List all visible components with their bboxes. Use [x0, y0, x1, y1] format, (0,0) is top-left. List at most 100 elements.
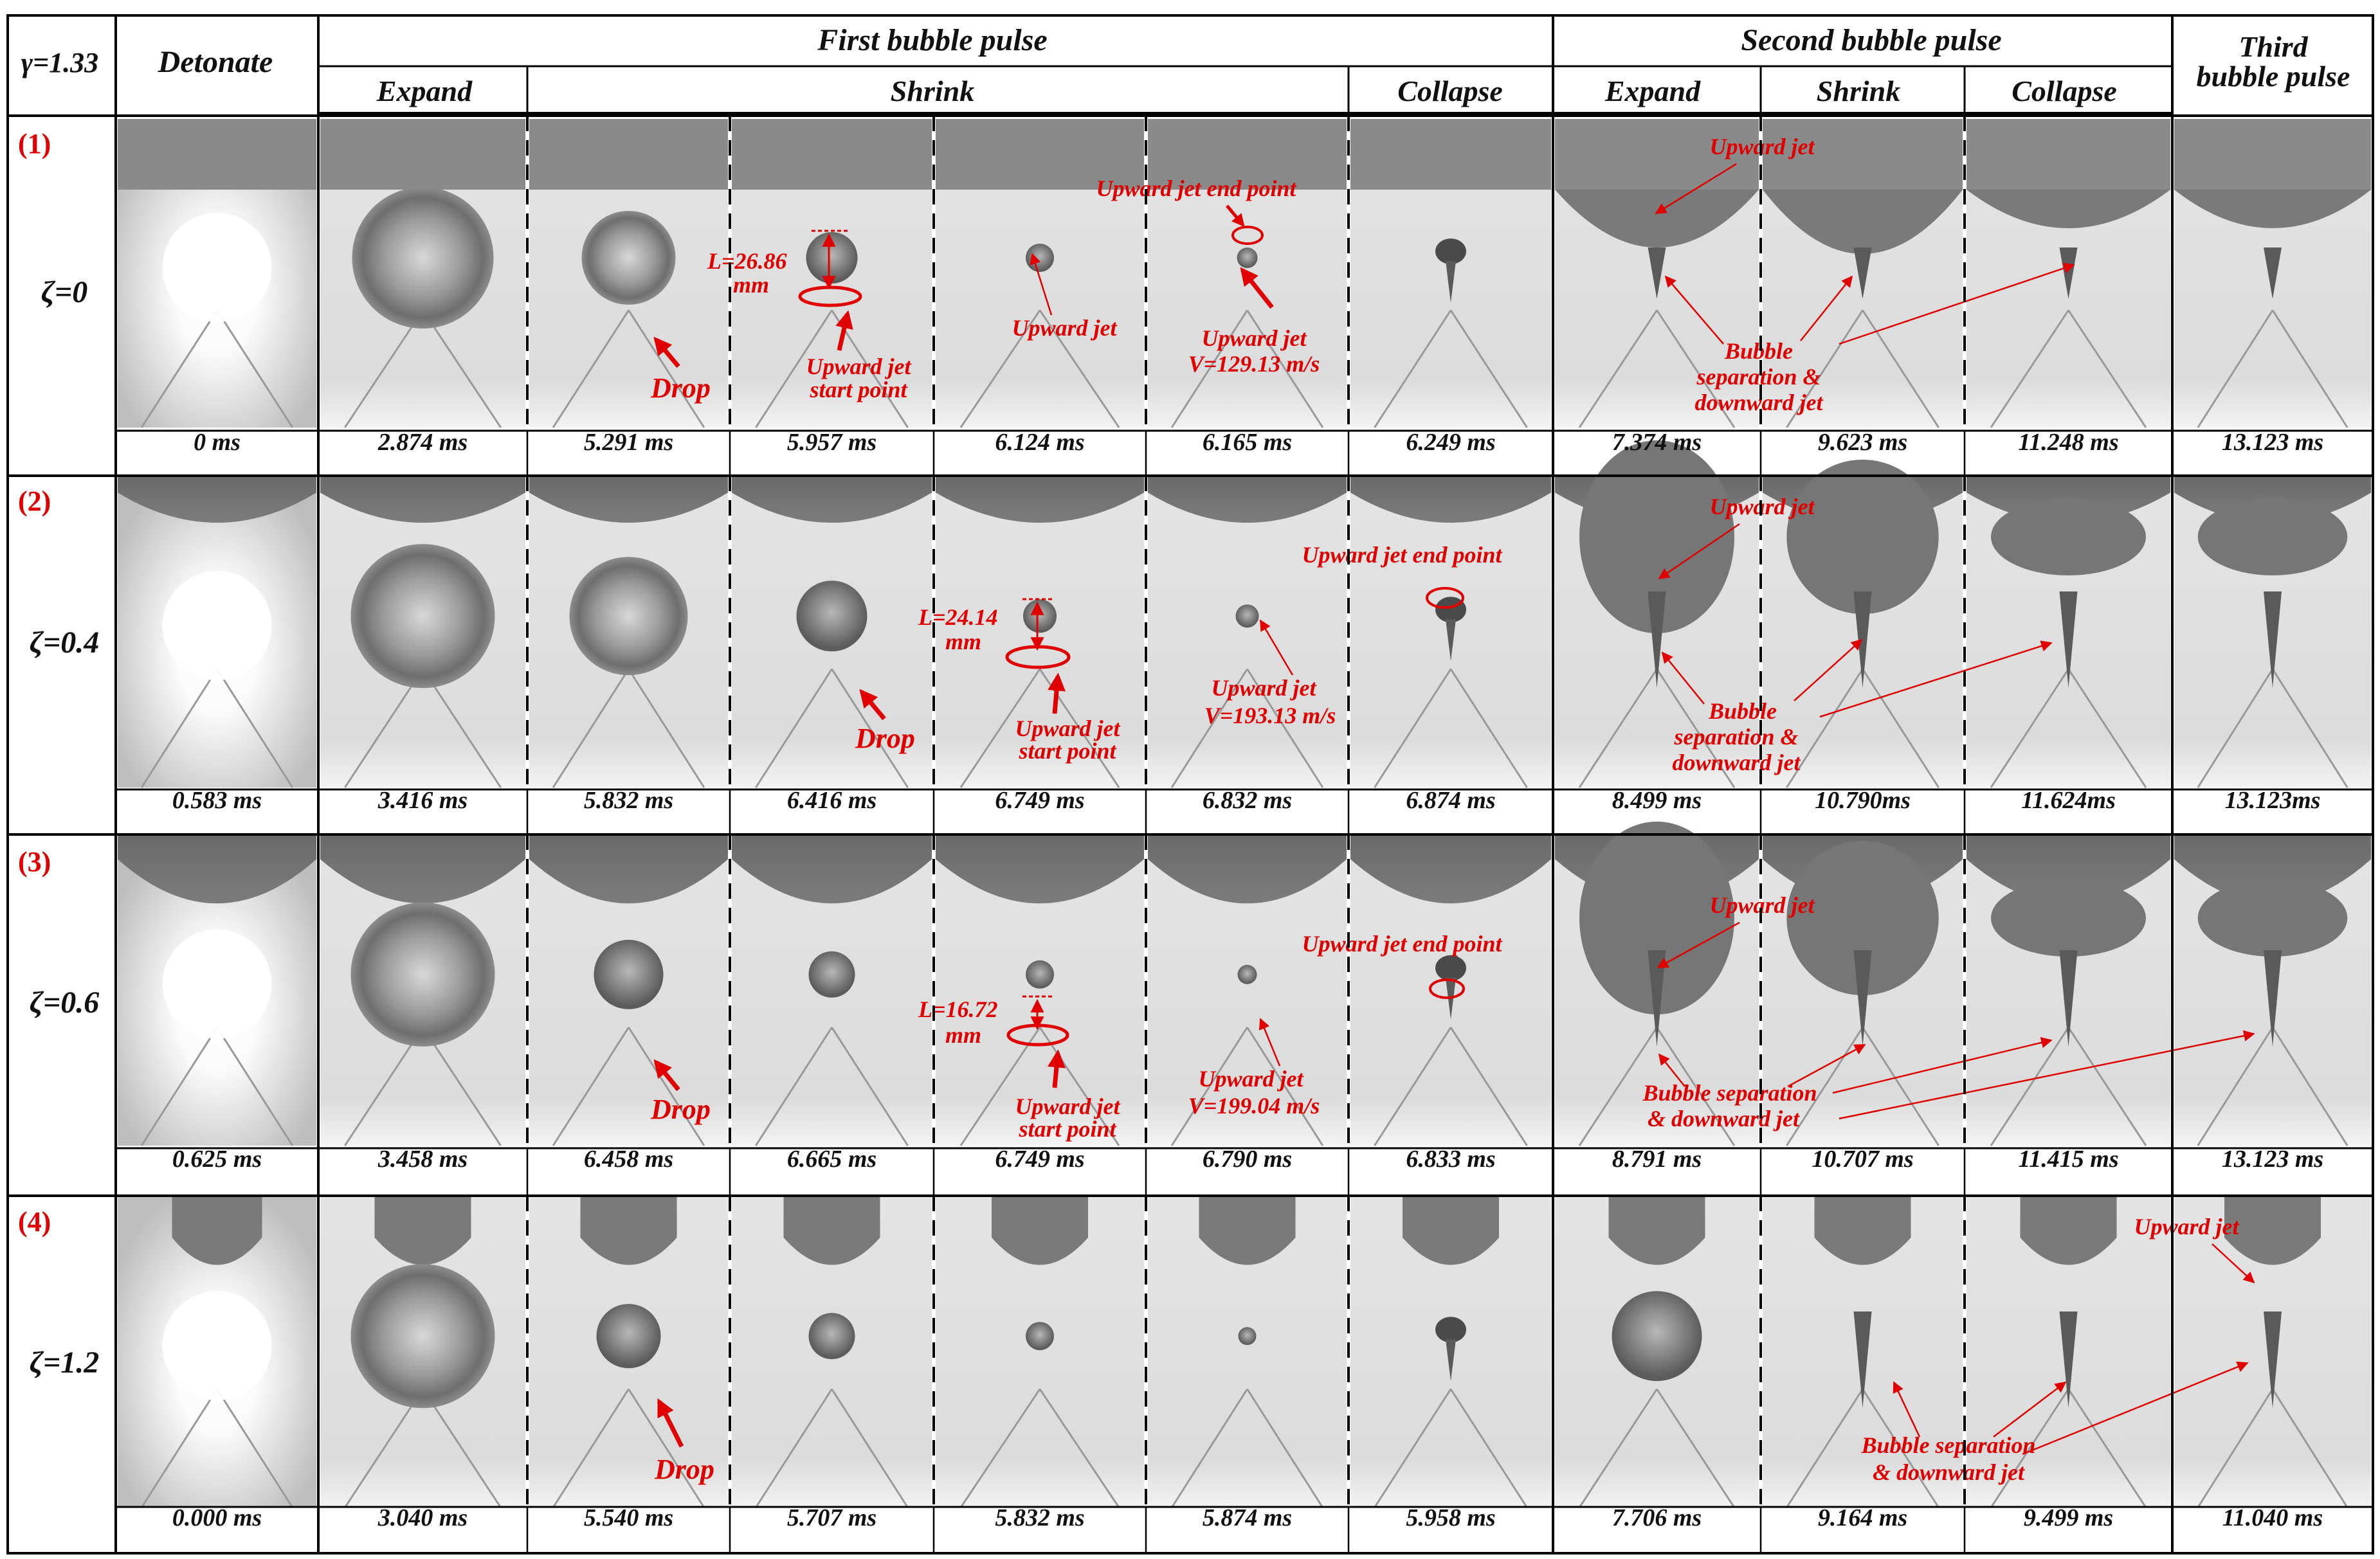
phase-shrink-1: Shrink [891, 75, 974, 107]
row-1-sep-line3: downward jet [1694, 390, 1823, 415]
frame-r3-c2 [320, 834, 525, 1146]
time-label: 0.625 ms [172, 1146, 262, 1173]
bubble-attached [1991, 498, 2146, 575]
time-label: 6.124 ms [995, 429, 1084, 456]
time-label: 11.624ms [2021, 787, 2116, 814]
row-2-sep-arrow-a [1661, 651, 1705, 705]
sphere-structure [936, 834, 1144, 904]
bubble-attached [1786, 460, 1939, 614]
third-pulse-header-line1: Third [2239, 30, 2308, 63]
cylinder-structure [783, 1196, 880, 1265]
frame-r4-c1 [118, 1196, 316, 1508]
frame-r2-c11 [2174, 476, 2371, 788]
support-wire [1578, 1027, 1736, 1146]
time-label: 5.540 ms [584, 1504, 673, 1531]
bubble [1026, 244, 1054, 272]
time-label: 10.790ms [1815, 787, 1911, 814]
frame-r1-c3 [529, 119, 728, 428]
row-1-end-point-arrow [1226, 204, 1245, 228]
row-2-label: (2) [18, 485, 51, 517]
row-2-start-ellipse [1005, 645, 1071, 669]
sphere-structure [529, 476, 728, 523]
time-label: 6.249 ms [1406, 429, 1495, 456]
sphere-structure [118, 834, 316, 904]
row-4-drop-label: Drop [654, 1454, 714, 1485]
cylinder-structure [1199, 1196, 1296, 1265]
bubble [1026, 960, 1054, 989]
row-2-sep-line3: downward jet [1672, 750, 1801, 775]
time-label: 11.415 ms [2018, 1146, 2118, 1173]
bubble [352, 187, 494, 329]
frame-r2-c4 [732, 476, 932, 788]
support-wire [552, 668, 705, 788]
sphere-structure [1350, 834, 1551, 904]
frame-r4-c2 [320, 1196, 525, 1508]
collapsed-bubble [1435, 1317, 1466, 1343]
frame-r4-c7 [1350, 1196, 1551, 1508]
time-label: 6.749 ms [995, 787, 1084, 814]
bubble-attached [2197, 879, 2348, 957]
row-3-start-line2: start point [1018, 1116, 1116, 1142]
frame-r1-c11 [2174, 119, 2371, 428]
time-label: 8.499 ms [1612, 787, 1702, 814]
row-3-drop-label: Drop [650, 1094, 711, 1125]
support-wire [1786, 1027, 1939, 1146]
frame-r3-c8 [1555, 822, 1759, 1146]
row-4-sep-arrow-a [1893, 1381, 1921, 1437]
row-3-vel-arrow [1258, 1018, 1281, 1067]
cylinder-structure [2224, 1196, 2321, 1265]
row-1-start-line2: start point [809, 377, 907, 402]
downward-jet [2264, 248, 2282, 299]
support-wire [1170, 668, 1324, 788]
sphere-structure [1350, 476, 1551, 523]
row-1-label: (1) [18, 128, 51, 159]
frame-r3-c4 [732, 834, 932, 1146]
time-label: 6.874 ms [1406, 787, 1495, 814]
frame-r2-c1 [118, 476, 316, 788]
detonation-flash [162, 213, 272, 322]
support-wire [140, 309, 294, 428]
table-grid [6, 14, 2374, 1554]
bubble [1237, 964, 1257, 984]
time-label: 0.000 ms [172, 1504, 262, 1531]
row-1-zeta: ζ=0 [41, 275, 88, 309]
support-wire [1374, 1388, 1528, 1508]
wall-plate [1555, 119, 1759, 190]
time-label: 11.248 ms [2018, 429, 2118, 456]
frame-r4-c5 [936, 1196, 1144, 1508]
time-label: 11.040 ms [2222, 1504, 2323, 1531]
frame-r2-c3 [529, 476, 728, 788]
sphere-structure [1148, 476, 1347, 523]
time-label: 3.040 ms [377, 1504, 468, 1531]
frame-r3-c11 [2174, 834, 2371, 1146]
wall-plate [732, 119, 932, 190]
support-wire [552, 1388, 705, 1508]
row-2-sep-arrow-b [1794, 638, 1863, 701]
bubble-attached [1555, 190, 1759, 248]
wall-plate [320, 119, 525, 190]
bubble [796, 581, 868, 652]
row-2-sep-line1: Bubble [1708, 698, 1777, 724]
cylinder-structure [1814, 1196, 1911, 1265]
row-1-jet-mid-arrow [1030, 253, 1053, 316]
row-1-start-arrow [835, 310, 853, 351]
row-1-length-line2: mm [733, 272, 769, 298]
downward-jet [2264, 591, 2282, 688]
wall-plate [936, 119, 1144, 190]
downward-jet [1648, 248, 1666, 299]
support-wire [1786, 668, 1939, 788]
cylinder-structure [172, 1196, 262, 1265]
phase-expand-2: Expand [1604, 75, 1701, 107]
bubble [569, 557, 688, 676]
row-1-vel-line2: V=129.13 m/s [1188, 351, 1320, 377]
row-2-second-jet-label: Upward jet [1709, 494, 1815, 519]
support-wire [1578, 309, 1736, 428]
row-3-start-ellipse [1006, 1023, 1069, 1047]
support-wire [2197, 668, 2348, 788]
bubble [596, 1304, 661, 1369]
row-2-start-arrow [1048, 672, 1066, 714]
row-2-zeta: ζ=0.4 [30, 626, 100, 660]
bubble [1235, 604, 1259, 628]
downward-jet [1648, 591, 1666, 688]
wall-plate [529, 119, 728, 190]
